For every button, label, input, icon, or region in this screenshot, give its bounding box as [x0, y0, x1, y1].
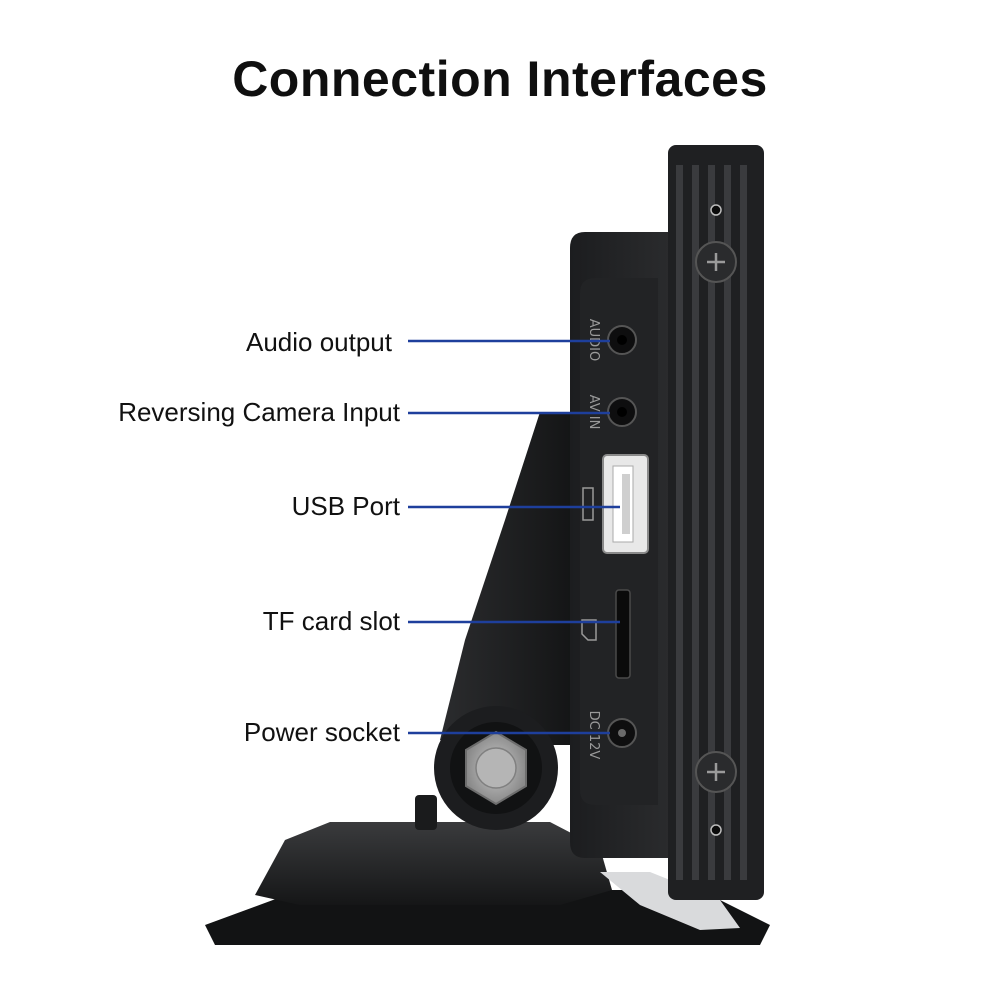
label-usb-port: USB Port: [291, 491, 400, 521]
body-screw-bottom: [695, 751, 737, 793]
usb-icon: [582, 487, 594, 521]
power-port: [607, 718, 637, 748]
label-power-socket: Power socket: [243, 717, 400, 747]
page-title: Connection Interfaces: [232, 51, 768, 107]
base: [205, 822, 770, 945]
sd-card-icon: [581, 619, 597, 641]
screen-body: [668, 145, 764, 900]
av-in-port: [607, 397, 637, 427]
usb-port: [602, 454, 649, 554]
tf-card-slot: [615, 589, 631, 679]
screw-icon: [465, 730, 527, 806]
body-screw-top: [695, 241, 737, 283]
label-reversing-camera-input: Reversing Camera Input: [118, 397, 400, 427]
audio-port: [607, 325, 637, 355]
label-tf-card-slot: TF card slot: [262, 606, 400, 636]
leader-lines: [408, 339, 620, 735]
label-audio-output: Audio output: [245, 327, 392, 357]
power-port-text: DC 12V: [586, 711, 601, 760]
